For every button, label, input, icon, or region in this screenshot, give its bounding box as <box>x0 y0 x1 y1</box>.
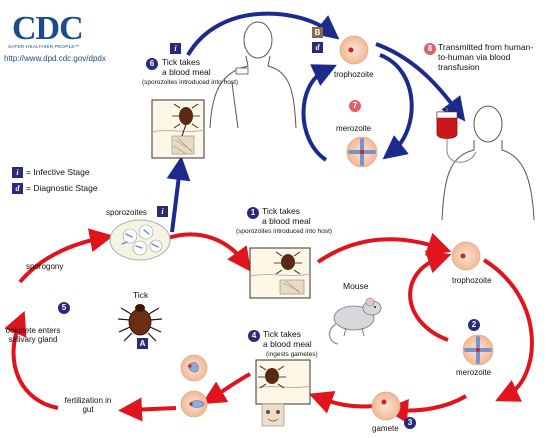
tick-arrow-left-loop <box>4 310 59 410</box>
source-url-link[interactable]: http://www.dpd.cdc.gov/dpdx <box>4 54 106 63</box>
sporogony-label: sporogony <box>26 262 64 271</box>
human-merozoite-label: merozoite <box>336 124 372 133</box>
bite-marker <box>235 67 249 75</box>
human-merozoite-cell <box>346 136 378 168</box>
mouse-arrow-to-troph <box>316 232 452 264</box>
step-3-badge: 3 <box>404 417 416 429</box>
step-8-badge: 8 <box>424 43 436 55</box>
sporozoites-cluster <box>109 219 171 261</box>
mouse-arrow-left-loop <box>408 250 452 342</box>
human-trophozoite-cell <box>339 35 369 65</box>
step-4-note: (ingests gametes) <box>266 351 318 358</box>
tick-arrow-sporogony <box>18 228 114 284</box>
step-6-title-line1: Tick takes <box>162 57 200 67</box>
gut-cell-upper <box>180 354 208 382</box>
human-diagnostic-icon: d <box>312 42 323 53</box>
step-6-title-line2: a blood meal <box>162 67 211 77</box>
human-arrow-right <box>379 53 414 160</box>
fertilization-label: fertilization in gut <box>64 396 112 415</box>
step-4-title-line2: a blood meal <box>263 339 312 349</box>
box-a-badge: A <box>137 338 148 349</box>
tick-label: Tick <box>133 290 149 300</box>
gamete-cell <box>371 391 401 421</box>
legend-diagnostic-icon: d <box>12 183 23 194</box>
step-1-badge: 1 <box>247 207 259 219</box>
transfusion-arrow <box>375 42 466 122</box>
tick-arrow-fertilization <box>118 397 177 422</box>
mouse-arrow-to-gamete <box>384 394 468 423</box>
sporozoites-infective-icon: i <box>157 206 168 217</box>
step-7-badge: 7 <box>349 100 361 112</box>
tick-bite-panel-1 <box>249 247 311 299</box>
ookinete-label: ookinete enters salivary gland <box>5 326 61 345</box>
mouse-arrow-right-loop <box>482 258 534 402</box>
gut-cell-lower <box>180 390 208 418</box>
step-6-infective-icon: i <box>170 43 181 54</box>
step-1-note: (sporozoites introduced into host) <box>235 228 333 235</box>
legend-infective-icon: i <box>12 167 23 178</box>
cdc-logo: CDC <box>4 4 104 52</box>
legend-diagnostic-label: = Diagnostic Stage <box>26 183 98 193</box>
step-2-badge: 2 <box>468 319 480 331</box>
mouse-icon <box>328 297 382 345</box>
human-arrow-to-host <box>166 156 191 233</box>
tick-feeding-panel-4 <box>255 359 311 427</box>
cdc-logo-text: CDC <box>12 10 84 47</box>
mouse-merozoite-cell <box>462 334 494 366</box>
tick-arrow-to-gut <box>201 372 251 405</box>
tick-icon <box>117 304 163 342</box>
blood-bag-icon <box>436 108 477 163</box>
step-4-badge: 4 <box>248 330 260 342</box>
step-5-badge: 5 <box>58 302 70 314</box>
human-arrow-top <box>186 11 340 57</box>
human-figure-center <box>209 21 297 129</box>
step-8-text: Transmitted from human-to-human via bloo… <box>438 42 534 72</box>
mouse-trophozoite-cell <box>451 241 481 271</box>
mouse-label: Mouse <box>343 281 369 291</box>
human-trophozoite-label: trophozoite <box>334 70 374 79</box>
tick-bite-panel-6 <box>151 99 205 159</box>
mouse-arrow-to-tick <box>308 390 375 414</box>
step-6-badge: 6 <box>146 58 158 70</box>
legend-infective-label: = Infective Stage <box>26 167 90 177</box>
mouse-arrow-to-host <box>167 232 252 272</box>
human-arrow-left <box>301 64 337 162</box>
mouse-trophozoite-label: trophozoite <box>452 276 492 285</box>
box-b-badge: B <box>312 27 323 38</box>
human-figure-right <box>441 105 535 221</box>
gamete-label: gamete <box>372 424 399 433</box>
step-6-note: (sporozoites introduced into host) <box>141 79 239 86</box>
mouse-merozoite-label: merozoite <box>456 368 492 377</box>
sporozoites-label: sporozoites <box>106 208 147 217</box>
step-4-title-line1: Tick takes <box>263 329 301 339</box>
step-1-title-line1: Tick takes <box>262 206 300 216</box>
step-1-title-line2: a blood meal <box>262 216 311 226</box>
cdc-tagline: SAFER·HEALTHIER·PEOPLE™ <box>8 44 80 49</box>
